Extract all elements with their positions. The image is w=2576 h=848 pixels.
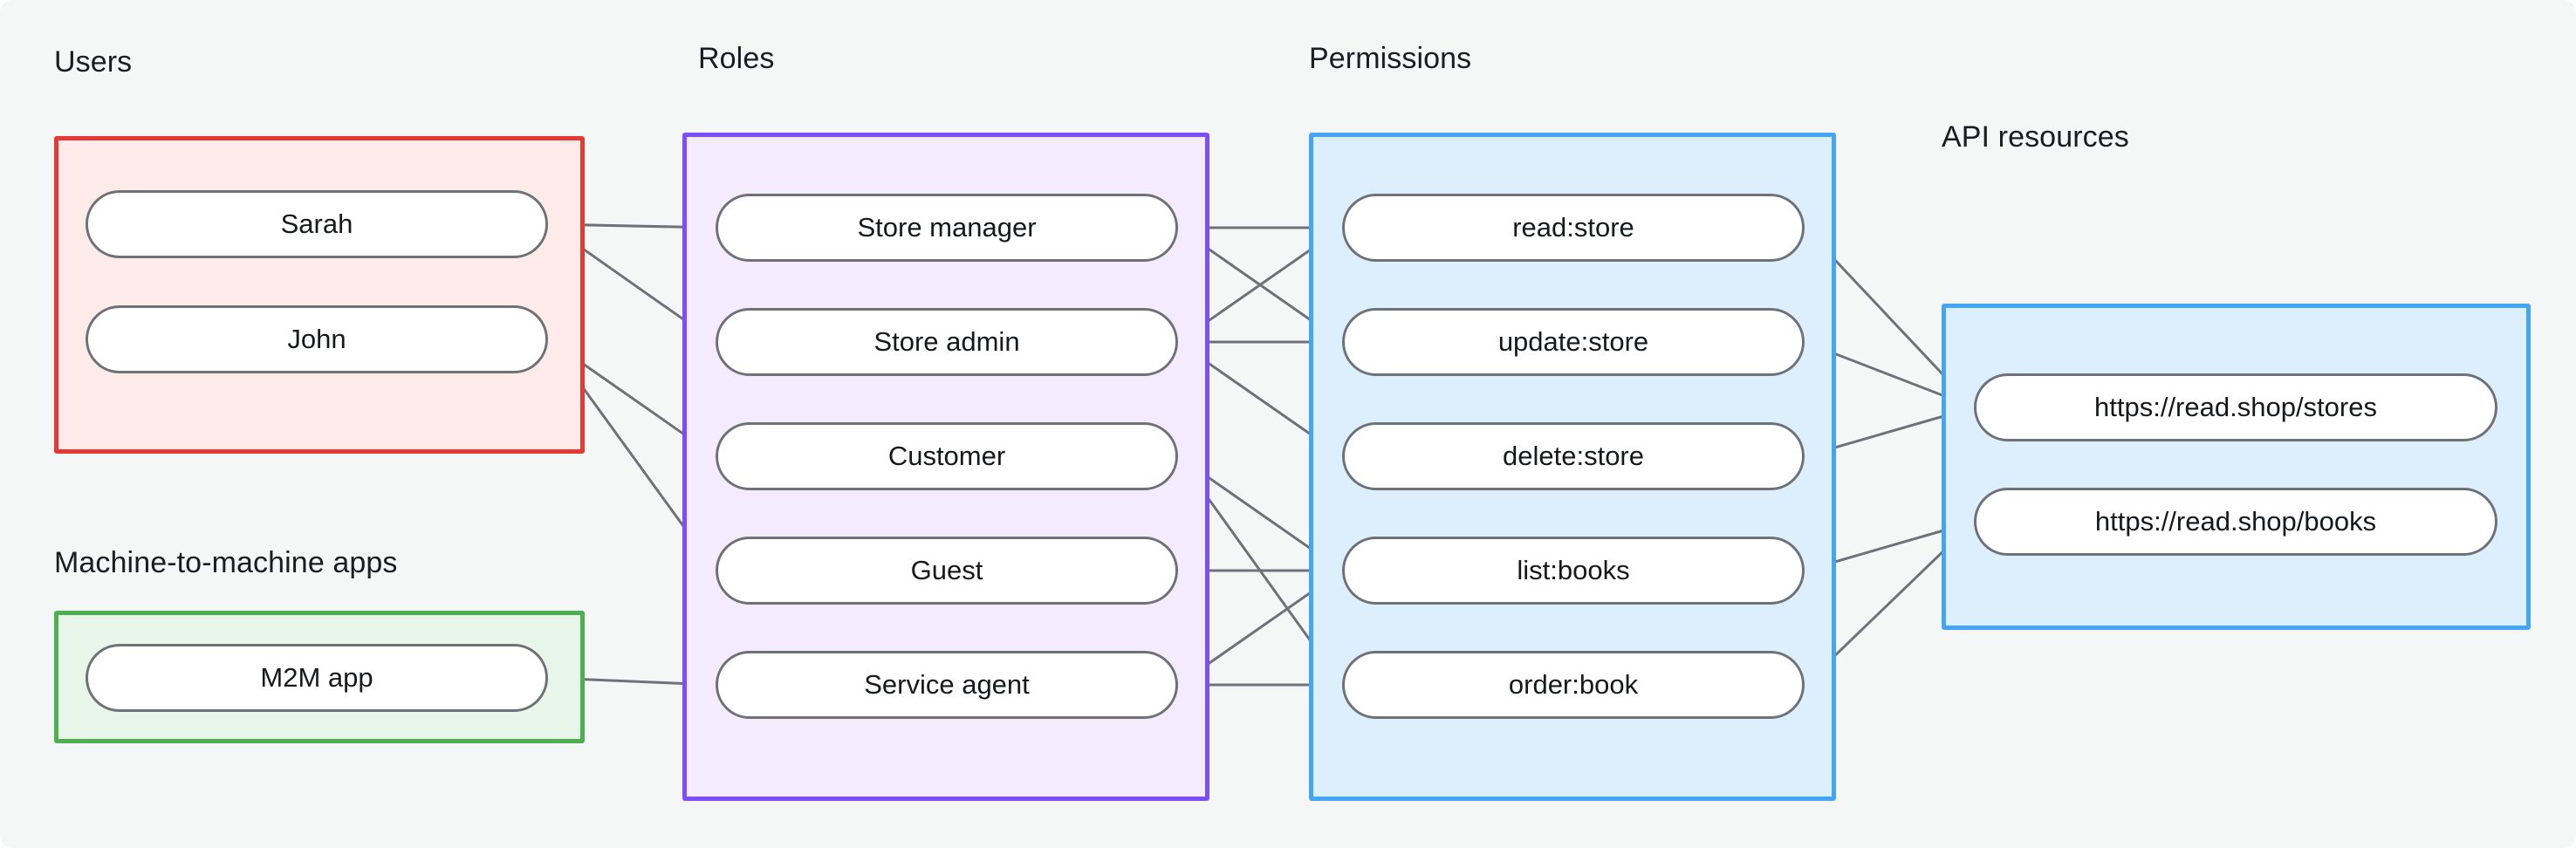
- node-res-books[interactable]: https://read.shop/books: [1974, 488, 2497, 556]
- node-label-order-book: order:book: [1508, 669, 1639, 700]
- node-label-res-stores: https://read.shop/stores: [2094, 392, 2377, 422]
- node-order-book[interactable]: order:book: [1342, 651, 1805, 719]
- group-label-permissions: Permissions: [1309, 42, 1472, 75]
- node-label-store-manager: Store manager: [857, 212, 1037, 243]
- node-label-customer: Customer: [887, 441, 1006, 471]
- node-john[interactable]: John: [86, 305, 548, 373]
- node-read-store[interactable]: read:store: [1342, 194, 1805, 262]
- group-label-m2m: Machine-to-machine apps: [54, 546, 398, 579]
- node-guest[interactable]: Guest: [716, 537, 1178, 605]
- node-sarah[interactable]: Sarah: [86, 190, 548, 258]
- node-store-admin[interactable]: Store admin: [716, 308, 1178, 376]
- node-service-agent[interactable]: Service agent: [716, 651, 1178, 719]
- node-delete-store[interactable]: delete:store: [1342, 422, 1805, 490]
- group-box-api-resources: [1942, 304, 2531, 630]
- node-label-read-store: read:store: [1512, 212, 1634, 243]
- node-label-sarah: Sarah: [280, 209, 353, 239]
- node-list-books[interactable]: list:books: [1342, 537, 1805, 605]
- node-label-res-books: https://read.shop/books: [2094, 506, 2377, 537]
- node-label-guest: Guest: [910, 555, 983, 585]
- group-box-users: [54, 136, 585, 454]
- node-label-list-books: list:books: [1517, 555, 1630, 585]
- node-label-m2m-app: M2M app: [260, 662, 373, 693]
- node-label-service-agent: Service agent: [864, 669, 1030, 700]
- node-label-store-admin: Store admin: [874, 326, 1020, 357]
- node-label-john: John: [287, 324, 346, 354]
- node-store-manager[interactable]: Store manager: [716, 194, 1178, 262]
- node-update-store[interactable]: update:store: [1342, 308, 1805, 376]
- node-label-delete-store: delete:store: [1503, 441, 1644, 471]
- group-label-api-resources: API resources: [1942, 120, 2129, 154]
- node-customer[interactable]: Customer: [716, 422, 1178, 490]
- node-label-update-store: update:store: [1497, 326, 1649, 357]
- node-m2m-app[interactable]: M2M app: [86, 644, 548, 712]
- group-label-roles: Roles: [698, 42, 775, 75]
- group-label-users: Users: [54, 45, 133, 79]
- node-res-stores[interactable]: https://read.shop/stores: [1974, 373, 2497, 441]
